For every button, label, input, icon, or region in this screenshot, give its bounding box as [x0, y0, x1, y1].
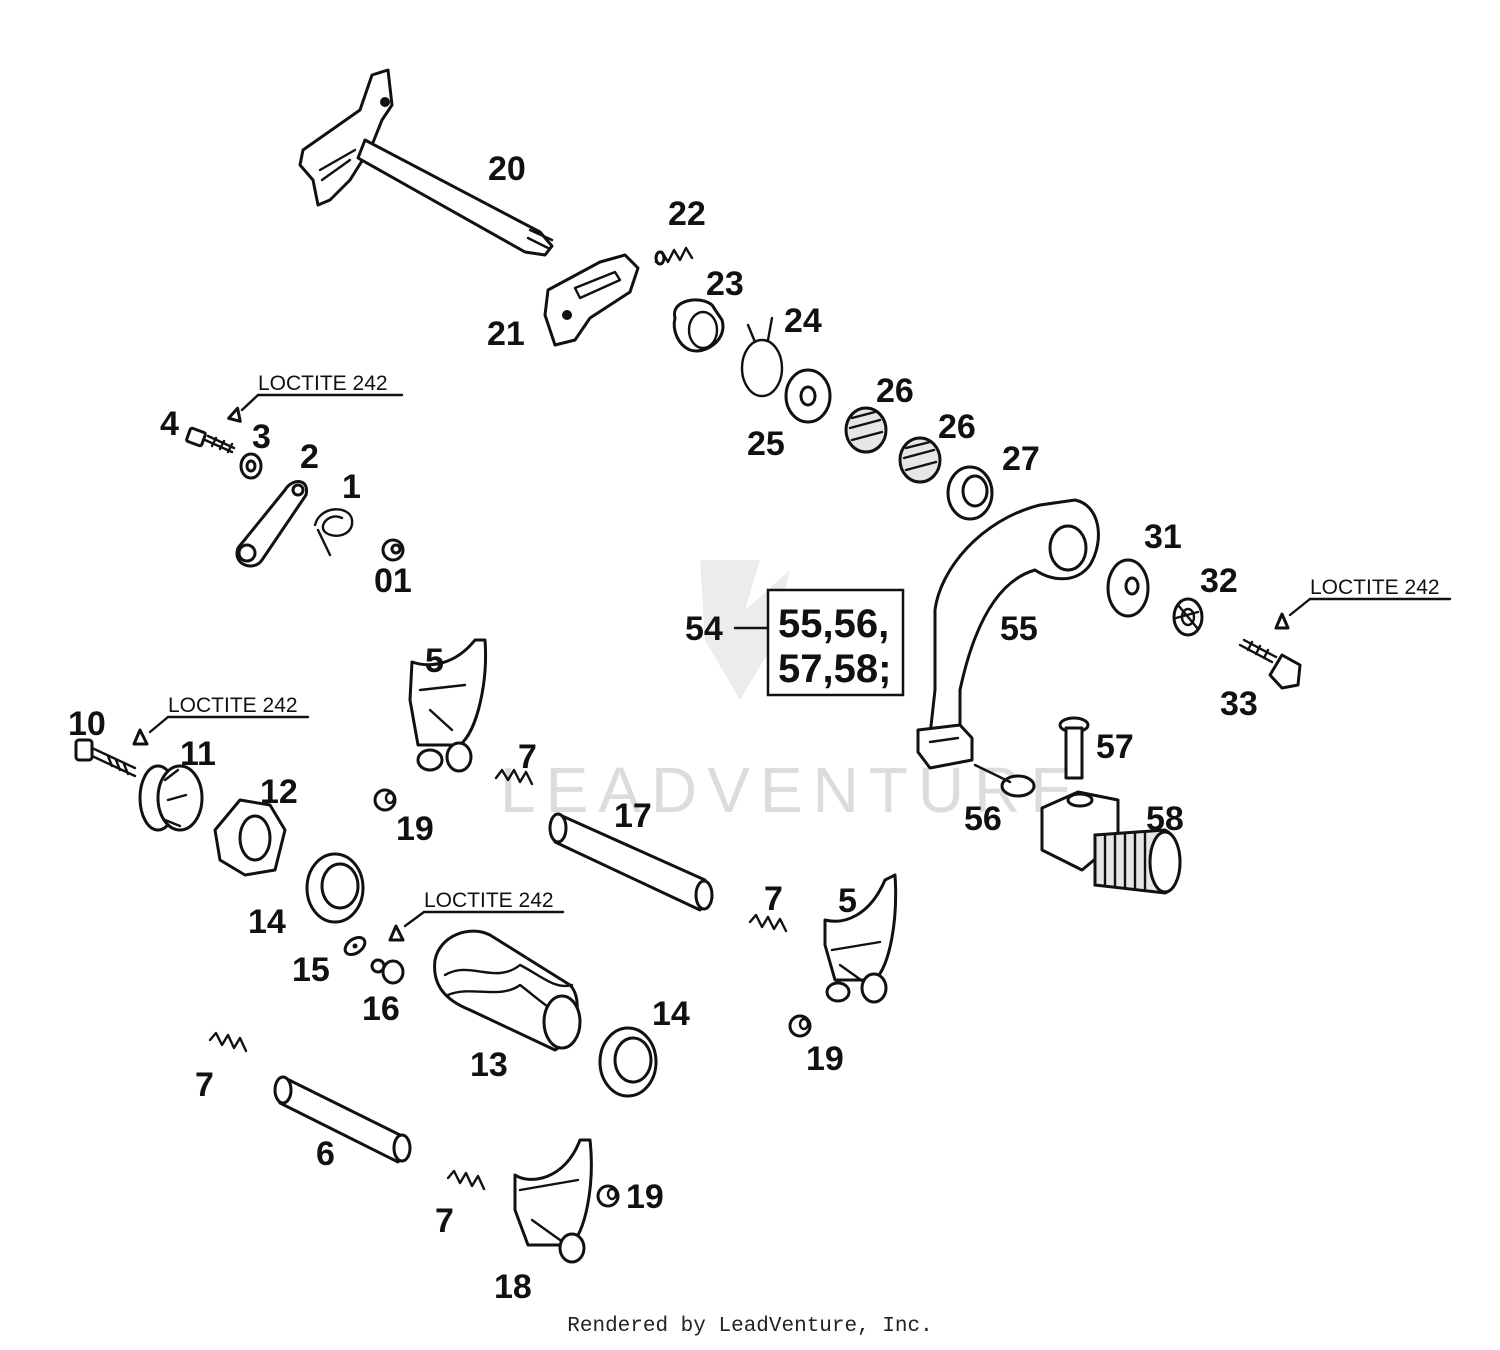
spring-part-7d — [446, 1169, 486, 1191]
shift-tip-part-58 — [1040, 790, 1182, 895]
needle-bearing-part-26b — [898, 436, 942, 484]
bushing-part-19a — [373, 788, 397, 812]
callouts: 20 21 22 23 24 25 26 26 27 4 3 2 1 01 31… — [68, 150, 1258, 1306]
bolt-part-10 — [74, 738, 137, 778]
needle-bearing-part-26a — [844, 406, 888, 454]
callout-58: 58 — [1146, 800, 1184, 838]
seal-part-27 — [946, 465, 994, 521]
kit-line-1: 55,56, — [778, 602, 889, 646]
callout-14b: 14 — [652, 995, 690, 1033]
pin-part-16 — [370, 958, 405, 985]
callout-15: 15 — [292, 951, 330, 989]
loctite-note-4: LOCTITE 242 — [388, 889, 565, 942]
lock-washer-part-32 — [1172, 597, 1204, 637]
bushing-part-19c — [596, 1184, 620, 1208]
washer-part-25 — [784, 368, 832, 424]
callout-19c: 19 — [626, 1178, 664, 1216]
shaft-part-6 — [273, 1075, 412, 1164]
callout-7d: 7 — [435, 1202, 454, 1240]
shift-drum-locator-part-11 — [138, 764, 204, 832]
shift-shaft-part-20 — [298, 68, 554, 257]
callout-2: 2 — [300, 438, 319, 476]
callout-19a: 19 — [396, 810, 434, 848]
shift-plate-part-21 — [543, 253, 640, 347]
callout-4: 4 — [160, 405, 179, 443]
callout-31: 31 — [1144, 518, 1182, 556]
spring-part-1 — [313, 508, 354, 557]
callout-11: 11 — [180, 735, 216, 773]
callout-21: 21 — [487, 315, 525, 353]
lever-part-2 — [235, 480, 309, 568]
callout-10: 10 — [68, 705, 106, 743]
spring-part-7b — [748, 913, 788, 933]
callout-32: 32 — [1200, 562, 1238, 600]
shaft-part-17 — [548, 812, 714, 912]
callout-33: 33 — [1220, 685, 1258, 723]
callout-16: 16 — [362, 990, 400, 1028]
loctite-note-3: LOCTITE 242 — [132, 694, 310, 746]
callout-25: 25 — [747, 425, 785, 463]
callout-17: 17 — [614, 797, 652, 835]
callout-55: 55 — [1000, 610, 1038, 648]
shift-lever-part-55 — [916, 498, 1100, 770]
callout-7a: 7 — [518, 738, 537, 776]
clip-part-23 — [672, 298, 725, 353]
callout-26b: 26 — [938, 408, 976, 446]
callout-18: 18 — [494, 1268, 532, 1306]
bushing-part-19b — [788, 1014, 812, 1038]
callout-6: 6 — [316, 1135, 335, 1173]
note-text: LOCTITE 242 — [168, 694, 298, 717]
shift-drum-part-13 — [433, 929, 582, 1052]
callout-5b: 5 — [838, 882, 857, 920]
note-text: LOCTITE 242 — [1310, 576, 1440, 599]
callout-20: 20 — [488, 150, 526, 188]
seal-part-14b — [598, 1026, 658, 1098]
spring-clip-part-24 — [740, 316, 784, 398]
ring-part-56 — [1000, 774, 1036, 798]
kit-callout-54: 54 55,56, 57,58; — [685, 588, 905, 697]
kit-box — [766, 588, 905, 697]
callout-7c: 7 — [195, 1066, 214, 1104]
bolt-part-4 — [185, 426, 236, 454]
spring-part-7c — [208, 1031, 248, 1053]
callout-57: 57 — [1096, 728, 1134, 766]
bolt-part-33 — [1238, 638, 1302, 690]
callout-23: 23 — [706, 265, 744, 303]
callout-7b: 7 — [764, 880, 783, 918]
loctite-note-2: LOCTITE 242 — [1274, 576, 1452, 630]
shift-fork-part-5b — [823, 873, 898, 1004]
callout-number: 54 — [685, 610, 723, 648]
callout-27: 27 — [1002, 440, 1040, 478]
pin-part-57 — [1058, 716, 1090, 780]
seal-part-14a — [305, 852, 365, 924]
washer-part-15 — [343, 935, 367, 957]
shift-cam-part-12 — [213, 798, 287, 877]
callout-14a: 14 — [248, 903, 286, 941]
note-text: LOCTITE 242 — [424, 889, 554, 912]
washer-part-3 — [239, 452, 263, 480]
note-text: LOCTITE 242 — [258, 372, 388, 395]
loctite-note-1: LOCTITE 242 — [227, 372, 404, 423]
spring-part-7a — [494, 768, 534, 786]
callout-24: 24 — [784, 302, 822, 340]
shift-fork-part-18 — [513, 1138, 593, 1264]
callout-13: 13 — [470, 1046, 508, 1084]
washer-part-31 — [1106, 558, 1150, 618]
footer-credit: Rendered by LeadVenture, Inc. — [567, 1315, 933, 1338]
callout-3: 3 — [252, 418, 271, 456]
callout-5a: 5 — [425, 642, 444, 680]
callout-56: 56 — [964, 800, 1002, 838]
spring-part-22 — [654, 246, 694, 266]
shift-fork-part-5a — [408, 638, 487, 773]
kit-line-2: 57,58; — [778, 647, 891, 691]
callout-19b: 19 — [806, 1040, 844, 1078]
callout-01: 01 — [374, 562, 412, 600]
callout-22: 22 — [668, 195, 706, 233]
bushing-part-01 — [381, 538, 405, 562]
callout-26a: 26 — [876, 372, 914, 410]
callout-1: 1 — [342, 468, 361, 506]
callout-12: 12 — [260, 773, 298, 811]
